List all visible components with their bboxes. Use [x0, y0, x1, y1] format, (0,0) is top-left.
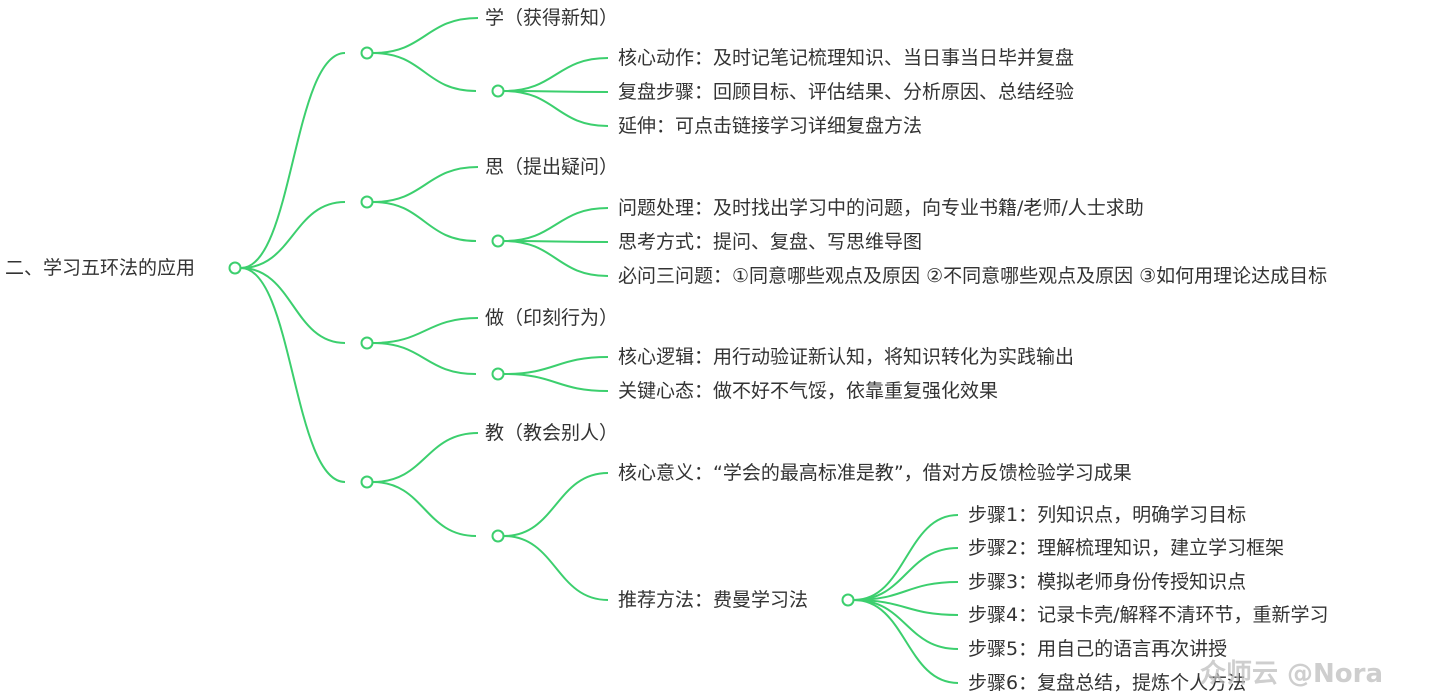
edge-branch-title: [372, 17, 479, 54]
edge-group-item: [503, 90, 609, 93]
branch-title-learn[interactable]: 学（获得新知）: [485, 7, 619, 29]
group-collapse-toggle[interactable]: [491, 234, 505, 248]
edge-group-item: [503, 240, 609, 277]
edge-group-item: [503, 207, 609, 242]
branch-collapse-toggle[interactable]: [360, 336, 374, 350]
node-do-1[interactable]: 核心逻辑：用行动验证新认知，将知识转化为实践输出: [618, 346, 1075, 368]
branch-title-do[interactable]: 做（印刻行为）: [485, 307, 619, 329]
node-think-3[interactable]: 必问三问题：①同意哪些观点及原因 ②不同意哪些观点及原因 ③如何用理论达成目标: [618, 265, 1328, 287]
node-learn-2[interactable]: 复盘步骤：回顾目标、评估结果、分析原因、总结经验: [618, 81, 1075, 103]
step-1[interactable]: 步骤1：列知识点，明确学习目标: [968, 504, 1247, 526]
edge-step: [853, 547, 959, 601]
edge-step: [853, 514, 959, 601]
step-4[interactable]: 步骤4：记录卡壳/解释不清环节，重新学习: [968, 604, 1329, 626]
feynman-collapse-toggle[interactable]: [841, 593, 855, 607]
branch-collapse-toggle[interactable]: [360, 475, 374, 489]
edge-group-item: [503, 472, 609, 537]
edge-group-item: [503, 240, 609, 243]
group-collapse-toggle[interactable]: [491, 367, 505, 381]
step-6[interactable]: 步骤6：复盘总结，提炼个人方法: [968, 672, 1247, 694]
branch-collapse-toggle[interactable]: [360, 46, 374, 60]
edge-group-item: [503, 373, 609, 392]
edge-root-branch: [240, 267, 346, 344]
edge-root-branch: [240, 201, 346, 269]
edge-branch-title: [372, 317, 479, 344]
group-collapse-toggle[interactable]: [491, 529, 505, 543]
edge-root-branch: [240, 52, 346, 269]
root-collapse-toggle[interactable]: [228, 261, 242, 275]
step-3[interactable]: 步骤3：模拟老师身份传授知识点: [968, 571, 1247, 593]
edge-branch-group: [372, 52, 477, 92]
edge-branch-title: [372, 432, 479, 483]
edge-branch-group: [372, 342, 477, 375]
edge-branch-group: [372, 481, 477, 537]
watermark: 众师云 @Nora: [1199, 659, 1383, 689]
branch-title-think[interactable]: 思（提出疑问）: [485, 156, 619, 178]
edge-root-branch: [240, 267, 346, 483]
edge-group-item: [503, 90, 609, 127]
branch-collapse-toggle[interactable]: [360, 195, 374, 209]
node-teach-1[interactable]: 核心意义：“学会的最高标准是教”，借对方反馈检验学习成果: [618, 462, 1132, 484]
node-learn-3[interactable]: 延伸：可点击链接学习详细复盘方法: [618, 115, 923, 137]
edge-branch-group: [372, 201, 477, 242]
node-do-2[interactable]: 关键心态：做不好不气馁，依靠重复强化效果: [618, 380, 999, 402]
node-think-2[interactable]: 思考方式：提问、复盘、写思维导图: [618, 231, 923, 253]
edge-group-item: [503, 535, 609, 601]
root-node[interactable]: 二、学习五环法的应用: [5, 257, 196, 279]
node-learn-1[interactable]: 核心动作：及时记笔记梳理知识、当日事当日毕并复盘: [618, 47, 1075, 69]
edge-group-item: [503, 356, 609, 375]
step-2[interactable]: 步骤2：理解梳理知识，建立学习框架: [968, 537, 1285, 559]
edge-step: [853, 581, 959, 601]
edge-step: [853, 599, 959, 616]
branch-title-teach[interactable]: 教（教会别人）: [485, 422, 619, 444]
node-think-1[interactable]: 问题处理：及时找出学习中的问题，向专业书籍/老师/人士求助: [618, 197, 1144, 219]
edge-step: [853, 599, 959, 684]
edge-group-item: [503, 57, 609, 92]
node-teach-2[interactable]: 推荐方法：费曼学习法: [618, 589, 809, 611]
step-5[interactable]: 步骤5：用自己的语言再次讲授: [968, 638, 1228, 660]
edge-branch-title: [372, 166, 479, 203]
group-collapse-toggle[interactable]: [491, 84, 505, 98]
